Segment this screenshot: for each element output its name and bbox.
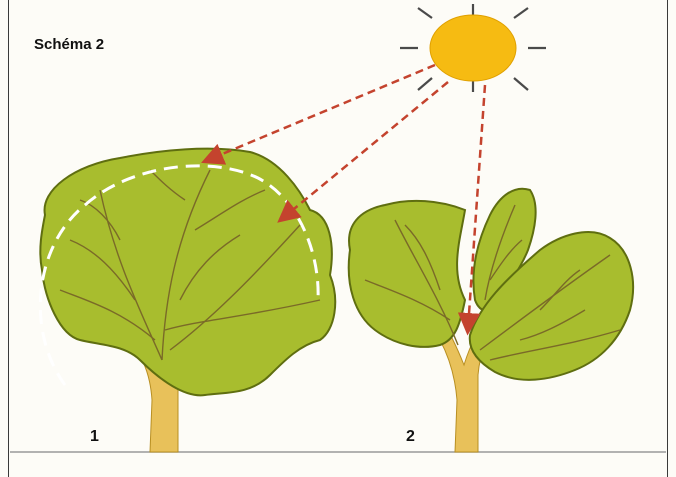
tree-1-label: 1 [90,428,99,446]
tree-2-crown-left [349,201,465,347]
light-arrow-1 [208,65,435,160]
diagram-title: Schéma 2 [34,36,104,53]
tree-2-label: 2 [406,428,415,446]
tree-1 [40,149,335,452]
tree-2 [349,189,633,452]
sun-disc [430,15,516,81]
light-arrow-2 [283,82,448,218]
sun [400,4,546,92]
tree-1-crown [40,149,335,396]
